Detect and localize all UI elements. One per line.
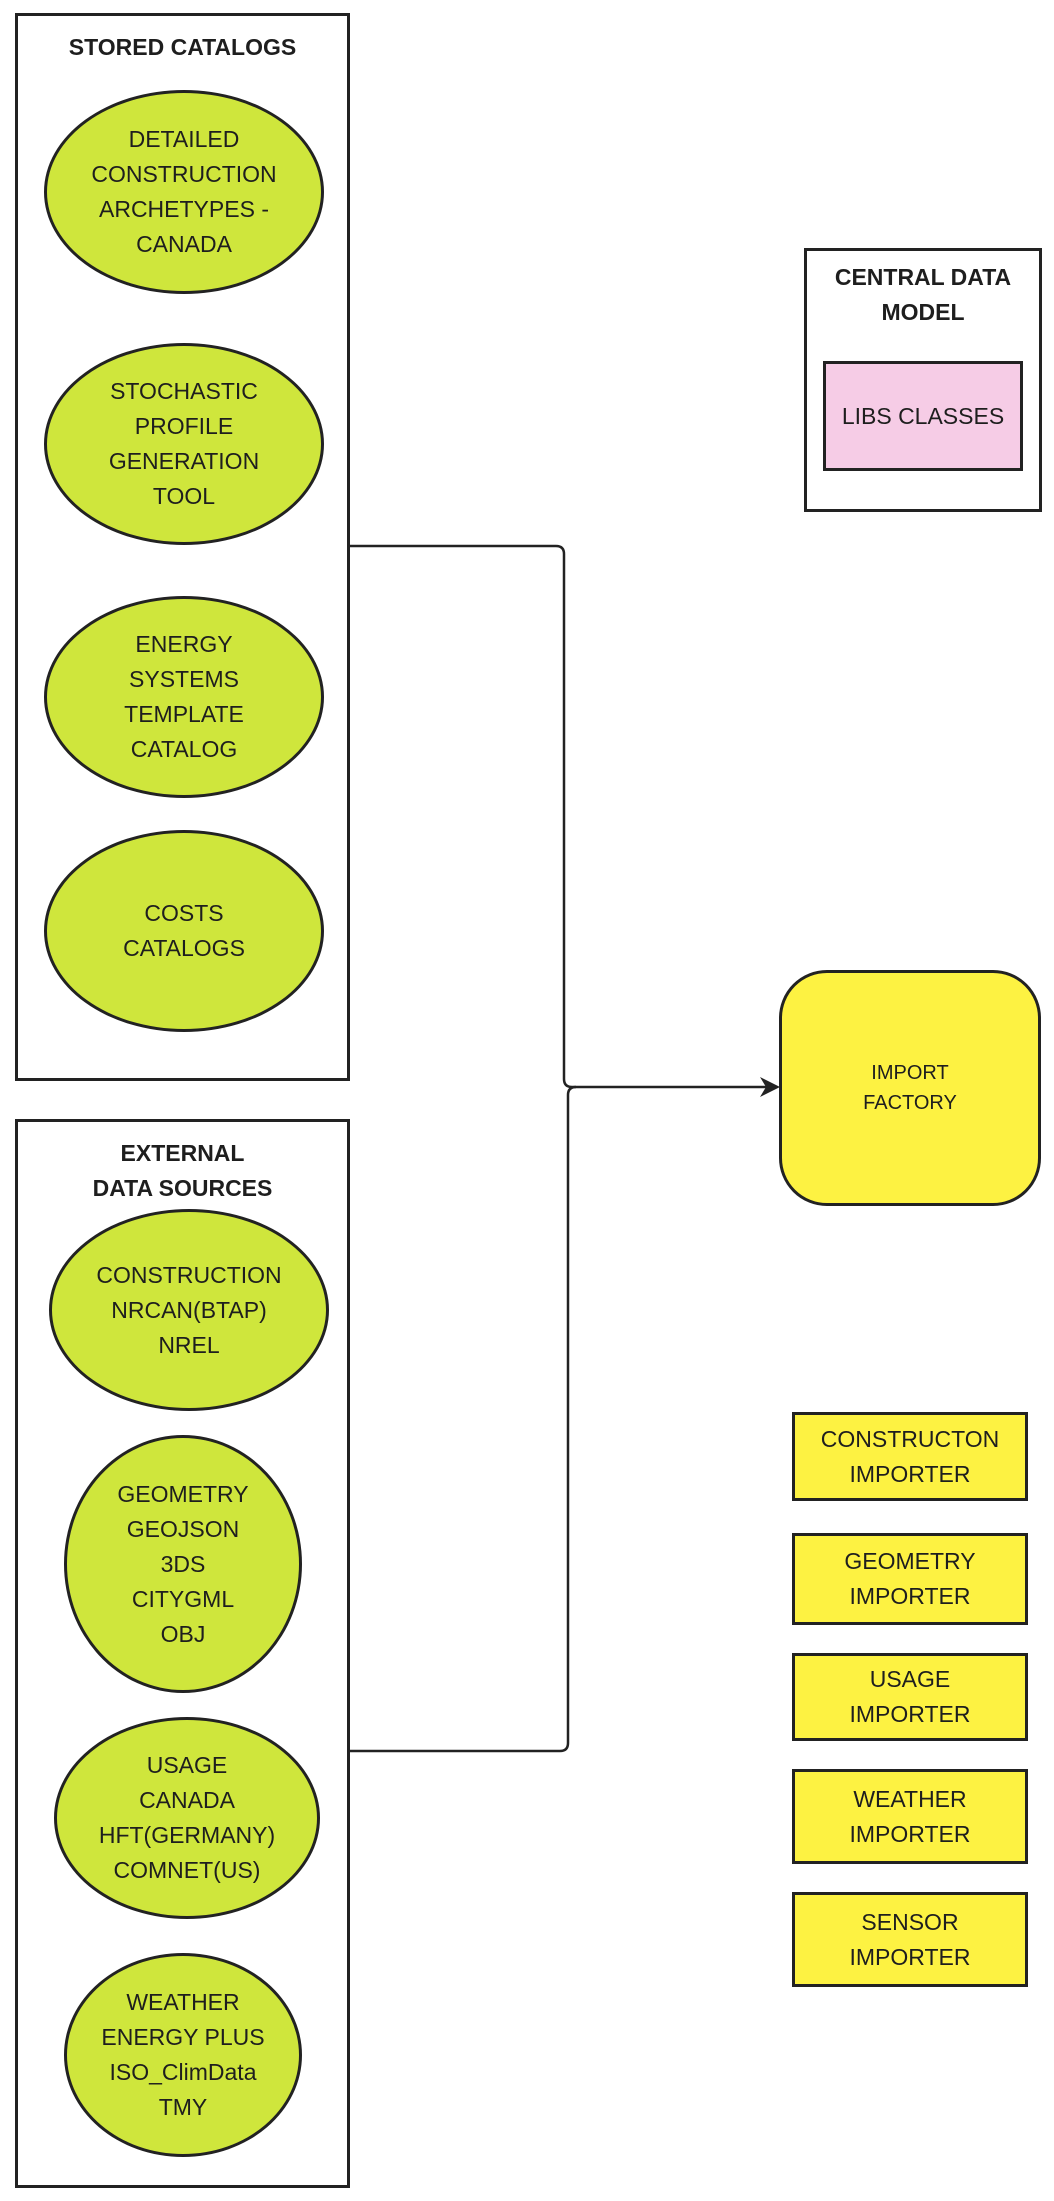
geometry-importer-label: GEOMETRY IMPORTER [844,1548,976,1609]
connector-stored-to-factory [350,544,780,1097]
catalog-stochastic-profile-tool: STOCHASTIC PROFILE GENERATION TOOL [44,343,324,545]
catalog-energy-systems-template: ENERGY SYSTEMS TEMPLATE CATALOG [44,596,324,798]
source-construction-label: CONSTRUCTION NRCAN(BTAP) NREL [96,1261,282,1358]
import-factory-label: IMPORT FACTORY [863,1062,957,1114]
catalog-stochastic-profile-tool-label: STOCHASTIC PROFILE GENERATION TOOL [108,378,260,509]
sensor-importer-label: SENSOR IMPORTER [849,1908,971,1970]
usage-importer-box: USAGE IMPORTER [792,1653,1028,1741]
external-data-sources-title: EXTERNAL DATA SOURCES [92,1140,273,1201]
stored-catalogs-title: STORED CATALOGS [68,34,297,60]
connector-external-to-factory [350,1085,577,1753]
weather-importer-box: WEATHER IMPORTER [792,1769,1028,1864]
source-usage-label: USAGE CANADA HFT(GERMANY) COMNET(US) [98,1752,276,1883]
construction-importer-label: CONSTRUCTON IMPORTER [820,1425,1000,1487]
source-geometry-label: GEOMETRY GEOJSON 3DS CITYGML OBJ [117,1480,249,1647]
construction-importer-box: CONSTRUCTON IMPORTER [792,1412,1028,1501]
libs-classes-label: LIBS CLASSES [841,402,1005,429]
source-weather-label: WEATHER ENERGY PLUS ISO_ClimData TMY [101,1989,265,2120]
catalog-costs: COSTS CATALOGS [44,830,324,1032]
source-construction: CONSTRUCTION NRCAN(BTAP) NREL [49,1209,329,1411]
libs-classes-box: LIBS CLASSES [823,361,1023,471]
source-weather: WEATHER ENERGY PLUS ISO_ClimData TMY [64,1953,302,2157]
source-geometry: GEOMETRY GEOJSON 3DS CITYGML OBJ [64,1435,302,1693]
catalog-costs-label: COSTS CATALOGS [123,900,245,961]
catalog-construction-archetypes-label: DETAILED CONSTRUCTION ARCHETYPES - CANAD… [91,126,277,257]
source-usage: USAGE CANADA HFT(GERMANY) COMNET(US) [54,1717,320,1919]
import-factory-box: IMPORT FACTORY [779,970,1041,1206]
catalog-construction-archetypes: DETAILED CONSTRUCTION ARCHETYPES - CANAD… [44,90,324,294]
weather-importer-label: WEATHER IMPORTER [849,1785,971,1847]
sensor-importer-box: SENSOR IMPORTER [792,1892,1028,1987]
usage-importer-label: USAGE IMPORTER [849,1666,971,1727]
geometry-importer-box: GEOMETRY IMPORTER [792,1533,1028,1625]
catalog-energy-systems-template-label: ENERGY SYSTEMS TEMPLATE CATALOG [124,631,244,762]
central-data-model-title: CENTRAL DATA MODEL [834,264,1012,325]
